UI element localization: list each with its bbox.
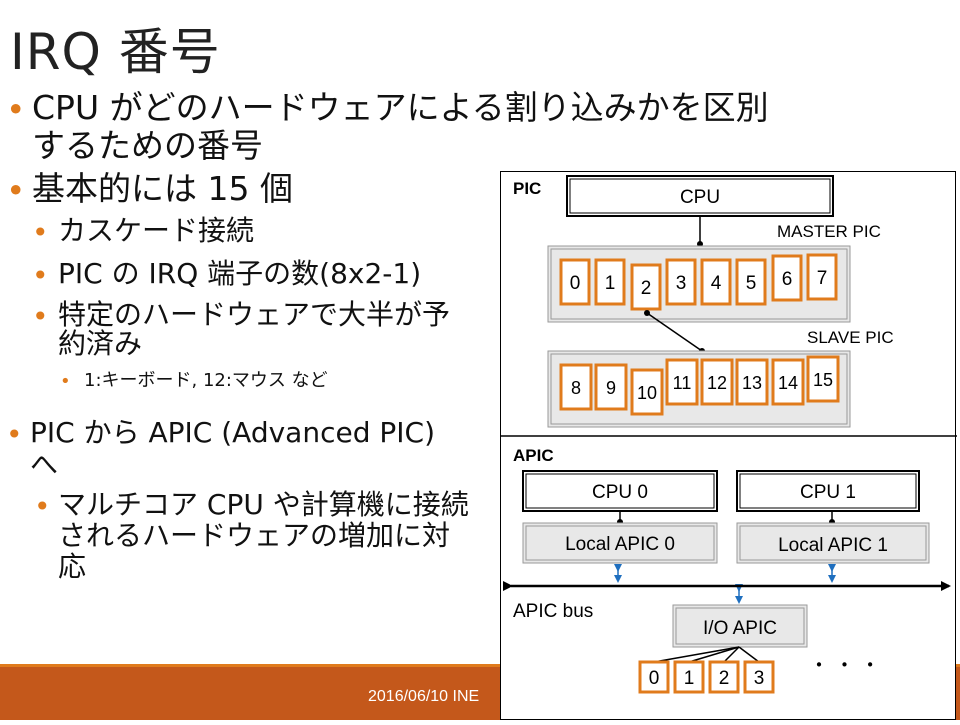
master-irq-list: 0 1 2 3 4 5 6 7 — [559, 253, 838, 311]
irq-box-10-label: 10 — [637, 383, 657, 403]
local-apic1-box: Local APIC 1 — [736, 522, 930, 564]
apic-section-label: APIC — [513, 446, 554, 465]
irq-box-3: 3 — [665, 258, 697, 306]
irq-box-3-label: 3 — [676, 273, 687, 294]
cpu0-label: CPU 0 — [592, 482, 648, 503]
irq-box-12: 12 — [700, 358, 734, 406]
irq-box-1-label: 1 — [605, 273, 616, 294]
local-apic0-box: Local APIC 0 — [522, 522, 718, 564]
bullet-dot: • — [32, 300, 49, 333]
bullet-3-line-2: へ — [30, 448, 59, 481]
io-irq-box-1: 1 — [673, 660, 705, 694]
io-irq-box-0-label: 0 — [649, 668, 660, 689]
irq-box-8: 8 — [559, 363, 593, 411]
bullet-3-1-line-3: 応 — [58, 550, 87, 583]
pic-cpu-label: CPU — [680, 187, 720, 208]
irq-box-6-label: 6 — [782, 269, 793, 290]
local-apic1-label: Local APIC 1 — [778, 535, 888, 556]
io-fan-line — [653, 646, 740, 663]
apic-cpu0-box: CPU 0 — [522, 470, 718, 512]
irq-box-15: 15 — [806, 355, 840, 403]
bullet-dot: • — [32, 259, 49, 292]
slide-title: IRQ 番号 — [10, 23, 221, 81]
irq-box-9: 9 — [594, 363, 628, 411]
irq-box-10: 10 — [630, 368, 664, 416]
bullet-2-3-1: 1:キーボード, 12:マウス など — [84, 370, 328, 391]
irq-box-15-label: 15 — [813, 370, 833, 390]
bullet-dot: • — [34, 490, 51, 523]
irq-box-8-label: 8 — [571, 378, 581, 398]
irq-box-13: 13 — [735, 358, 769, 406]
bullet-1-line-2: するための番号 — [32, 126, 263, 165]
irq-box-2-label: 2 — [641, 278, 652, 299]
io-fan-line — [723, 646, 740, 663]
io-irq-list: 0 1 2 3 — [638, 660, 775, 694]
io-irq-box-1-label: 1 — [684, 668, 695, 689]
bullet-3-1-line-1: マルチコア CPU や計算機に接続 — [58, 488, 469, 521]
apic-cpu1-box: CPU 1 — [736, 470, 920, 512]
irq-box-0: 0 — [559, 258, 591, 306]
bullet-dot: • — [6, 171, 26, 210]
io-irq-box-2-label: 2 — [719, 668, 730, 689]
footer-accent-line — [0, 664, 960, 667]
irq-box-9-label: 9 — [606, 378, 616, 398]
slave-pic-label: SLAVE PIC — [807, 328, 894, 347]
io-irq-box-2: 2 — [708, 660, 740, 694]
irq-box-14-label: 14 — [778, 373, 798, 393]
irq-box-7-label: 7 — [817, 268, 828, 289]
irq-box-5-label: 5 — [746, 273, 757, 294]
io-irq-box-3-label: 3 — [754, 668, 765, 689]
irq-box-6: 6 — [771, 254, 803, 302]
irq-box-4-label: 4 — [711, 273, 722, 294]
io-apic-fanout — [653, 646, 760, 663]
bullet-3-line-1: PIC から APIC (Advanced PIC) — [30, 416, 435, 449]
master-pic-label: MASTER PIC — [777, 222, 881, 241]
io-irq-ellipsis: ・ ・ ・ — [809, 655, 880, 677]
bullet-3-1-line-2: されるハードウェアの増加に対 — [58, 519, 451, 552]
irq-box-12-label: 12 — [707, 373, 727, 393]
bullet-dot: • — [6, 90, 26, 129]
pic-cpu-box: CPU — [566, 175, 834, 217]
bullet-dot: • — [6, 418, 23, 451]
bullet-2-1: カスケード接続 — [58, 214, 255, 247]
bullet-2-2: PIC の IRQ 端子の数(8x2-1) — [58, 257, 422, 290]
footer-text: 2016/06/10 INE — [368, 688, 480, 705]
io-fan-line — [688, 646, 740, 663]
bullet-1-line-1: CPU がどのハードウェアによる割り込みかを区別 — [32, 88, 769, 127]
io-irq-box-3: 3 — [743, 660, 775, 694]
irq-box-2: 2 — [630, 263, 662, 311]
irq-box-11-label: 11 — [673, 373, 692, 393]
apic-bus-label: APIC bus — [513, 601, 593, 622]
cascade-line — [646, 312, 703, 352]
io-fan-line — [738, 646, 760, 663]
cpu1-label: CPU 1 — [800, 482, 856, 503]
bullet-2: 基本的には 15 個 — [32, 169, 293, 208]
irq-box-1: 1 — [594, 258, 626, 306]
bullet-dot: • — [32, 216, 49, 249]
irq-box-0-label: 0 — [570, 273, 581, 294]
irq-box-14: 14 — [771, 358, 805, 406]
pic-section-label: PIC — [513, 179, 541, 198]
local-apic0-label: Local APIC 0 — [565, 534, 675, 555]
irq-box-7: 7 — [806, 253, 838, 301]
irq-box-11: 11 — [665, 358, 699, 406]
irq-box-4: 4 — [700, 258, 732, 306]
io-irq-box-0: 0 — [638, 660, 670, 694]
io-apic-box: I/O APIC — [672, 604, 808, 648]
io-apic-label: I/O APIC — [703, 618, 777, 639]
irq-box-13-label: 13 — [742, 373, 762, 393]
bullet-dot: • — [60, 371, 71, 392]
irq-box-5: 5 — [735, 258, 767, 306]
bullet-2-3-line-2: 約済み — [58, 327, 143, 360]
bullet-2-3-line-1: 特定のハードウェアで大半が予 — [58, 298, 451, 331]
slave-irq-list: 8 9 10 11 12 13 14 15 — [559, 355, 840, 416]
connection-dot — [644, 310, 650, 316]
